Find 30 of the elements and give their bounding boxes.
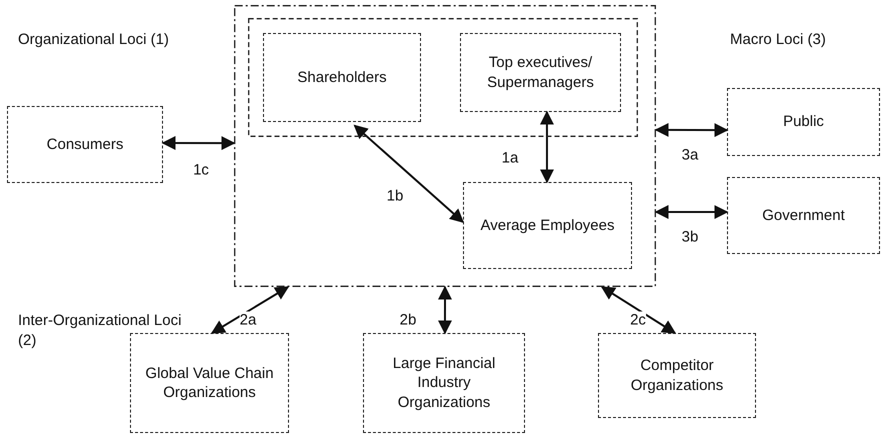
- entity-box: [598, 333, 756, 418]
- double-arrow: [654, 122, 728, 138]
- entity-box: [130, 333, 289, 433]
- node-text: Shareholders: [296, 68, 388, 88]
- double-arrow: [438, 286, 452, 334]
- node-text: Large Financial Industry Organizations: [392, 354, 496, 412]
- node-text: Consumers: [46, 134, 124, 154]
- entity-box: [727, 177, 880, 254]
- group-label: Organizational Loci (1): [18, 30, 170, 50]
- double-arrow: [540, 110, 554, 184]
- double-arrow: [654, 205, 728, 220]
- double-arrow: [354, 124, 464, 223]
- double-arrow: [162, 136, 236, 150]
- entity-box: [263, 33, 421, 122]
- group-box: [248, 18, 638, 137]
- group-label: Inter-Organizational Loci (2): [18, 311, 182, 350]
- entity-box: [363, 333, 525, 433]
- entity-box: [727, 88, 880, 156]
- node-text: Competitor Organizations: [630, 356, 724, 395]
- entity-box: [7, 106, 163, 183]
- node-text: Average Employees: [480, 216, 616, 236]
- node-text: Top executives/ Supermanagers: [486, 53, 595, 92]
- entity-box: [463, 182, 632, 269]
- node-text: Government: [761, 206, 846, 226]
- node-text: Public: [782, 112, 825, 132]
- node-text: Global Value Chain Organizations: [144, 364, 275, 402]
- double-arrow: [210, 286, 290, 334]
- group-label: Macro Loci (3): [730, 30, 827, 50]
- double-arrow: [600, 286, 676, 334]
- entity-box: [460, 33, 621, 112]
